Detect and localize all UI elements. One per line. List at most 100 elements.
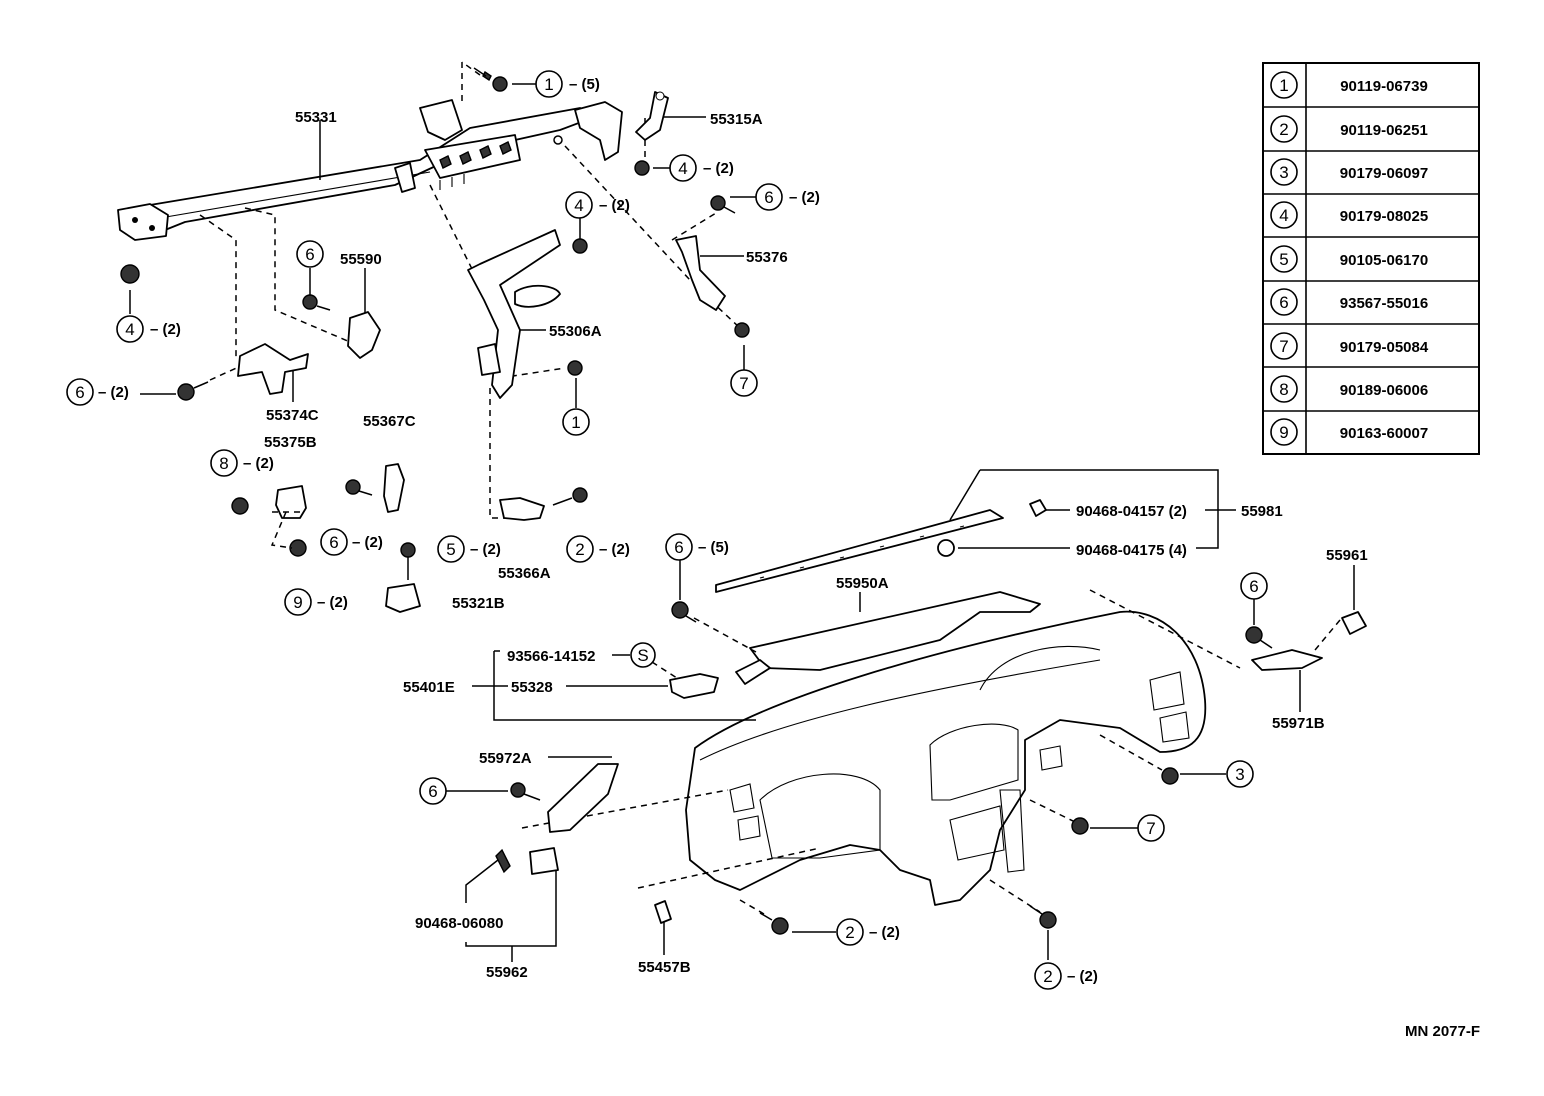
svg-text:5: 5 (446, 540, 455, 559)
svg-text:6: 6 (428, 782, 437, 801)
label-90468-04175: 90468-04175 (4) (1076, 542, 1187, 559)
fastener-icons-lower (495, 499, 1367, 935)
table-ref: 1 (1279, 76, 1288, 95)
callout-marker: 2 – (2) (566, 535, 630, 563)
table-row: 1 90119-06739 (1270, 71, 1428, 99)
svg-text:– (2): – (2) (599, 197, 630, 214)
table-ref: 5 (1279, 250, 1288, 269)
label-55376: 55376 (746, 249, 788, 266)
table-part-number: 90119-06739 (1340, 78, 1428, 95)
svg-text:6: 6 (305, 245, 314, 264)
callout-marker: 6 (1240, 572, 1268, 600)
instrument-panel-drawing (685, 509, 1207, 906)
table-part-number: 90105-06170 (1340, 252, 1428, 269)
table-row: 9 90163-60007 (1270, 418, 1428, 446)
table-row: 2 90119-06251 (1270, 115, 1428, 143)
svg-text:– (2): – (2) (150, 321, 181, 338)
label-55401E: 55401E (403, 679, 455, 696)
label-55328: 55328 (511, 679, 553, 696)
callout-marker: 4 – (2) (565, 191, 630, 219)
table-row: 8 90189-06006 (1270, 375, 1428, 403)
svg-text:6: 6 (764, 188, 773, 207)
table-row: 6 93567-55016 (1270, 288, 1428, 316)
table-ref: 4 (1279, 206, 1288, 225)
table-part-number: 90119-06251 (1340, 122, 1428, 139)
table-part-number: 90179-05084 (1340, 339, 1429, 356)
label-55590: 55590 (340, 251, 382, 268)
callout-marker: S (630, 642, 656, 668)
callout-marker: 7 (730, 369, 758, 397)
label-55367C: 55367C (363, 413, 416, 430)
svg-text:3: 3 (1235, 765, 1244, 784)
callout-marker: 4 – (2) (669, 154, 734, 182)
table-ref: 6 (1279, 293, 1288, 312)
svg-text:– (5): – (5) (698, 539, 729, 556)
table-ref: 9 (1279, 423, 1288, 442)
label-55962: 55962 (486, 964, 528, 981)
callout-marker: 3 (1226, 760, 1254, 788)
table-part-number: 90179-06097 (1340, 165, 1428, 182)
svg-text:6: 6 (75, 383, 84, 402)
svg-text:4: 4 (678, 159, 687, 178)
svg-text:2: 2 (575, 540, 584, 559)
label-55315A: 55315A (710, 111, 763, 128)
table-ref: 2 (1279, 120, 1288, 139)
part-number-labels: 55331 55315A 55376 55590 55306A 55374C 5… (264, 109, 1368, 981)
label-55366A: 55366A (498, 565, 551, 582)
svg-text:2: 2 (845, 923, 854, 942)
svg-text:1: 1 (544, 75, 553, 94)
svg-text:– (2): – (2) (317, 594, 348, 611)
svg-text:2: 2 (1043, 967, 1052, 986)
diagram-code: MN 2077-F (1405, 1023, 1480, 1040)
svg-text:4: 4 (125, 320, 134, 339)
table-row: 5 90105-06170 (1270, 245, 1428, 273)
svg-text:– (2): – (2) (703, 160, 734, 177)
label-55331: 55331 (295, 109, 337, 126)
table-row: 7 90179-05084 (1270, 332, 1429, 360)
svg-text:4: 4 (574, 196, 583, 215)
callout-marker: 6 – (2) (320, 528, 383, 556)
label-90468-04157: 90468-04157 (2) (1076, 503, 1187, 520)
callout-marker: 1 – (5) (535, 70, 600, 98)
svg-text:1: 1 (571, 413, 580, 432)
label-55961: 55961 (1326, 547, 1368, 564)
label-55321B: 55321B (452, 595, 505, 612)
svg-text:8: 8 (219, 454, 228, 473)
callout-marker: 2 – (2) (836, 918, 900, 946)
table-part-number: 93567-55016 (1340, 295, 1428, 312)
svg-text:– (2): – (2) (789, 189, 820, 206)
label-55457B: 55457B (638, 959, 691, 976)
callout-marker: 9 – (2) (284, 588, 348, 616)
label-55971B: 55971B (1272, 715, 1325, 732)
svg-text:7: 7 (1146, 819, 1155, 838)
label-55950A: 55950A (836, 575, 889, 592)
table-row: 4 90179-08025 (1270, 201, 1428, 229)
svg-text:– (2): – (2) (98, 384, 129, 401)
label-55374C: 55374C (266, 407, 319, 424)
reinforcement-beam-drawing (117, 99, 623, 241)
callout-marker: 8 – (2) (210, 449, 274, 477)
callout-marker: 1 (562, 408, 590, 436)
table-ref: 3 (1279, 163, 1288, 182)
svg-text:7: 7 (739, 374, 748, 393)
callout-marker: 7 (1137, 814, 1165, 842)
table-part-number: 90189-06006 (1340, 382, 1428, 399)
label-90468-06080: 90468-06080 (415, 915, 503, 932)
label-55981: 55981 (1241, 503, 1283, 520)
svg-text:– (2): – (2) (869, 924, 900, 941)
label-55306A: 55306A (549, 323, 602, 340)
label-55972A: 55972A (479, 750, 532, 767)
svg-text:6: 6 (674, 538, 683, 557)
callout-markers: 1 – (5) 4 – (2) 6 – (2) 4 – (2) 4 – (2) … (66, 70, 1268, 990)
svg-text:– (2): – (2) (599, 541, 630, 558)
svg-text:– (2): – (2) (352, 534, 383, 551)
svg-text:9: 9 (293, 593, 302, 612)
label-93566-14152: 93566-14152 (507, 648, 595, 665)
callout-marker: 5 – (2) (437, 535, 501, 563)
svg-text:– (2): – (2) (1067, 968, 1098, 985)
table-part-number: 90163-60007 (1340, 425, 1428, 442)
parts-reference-table: 1 90119-06739 2 90119-06251 3 90179-0609… (1262, 62, 1480, 455)
svg-text:6: 6 (1249, 577, 1258, 596)
fastener-icons-upper (120, 67, 750, 580)
